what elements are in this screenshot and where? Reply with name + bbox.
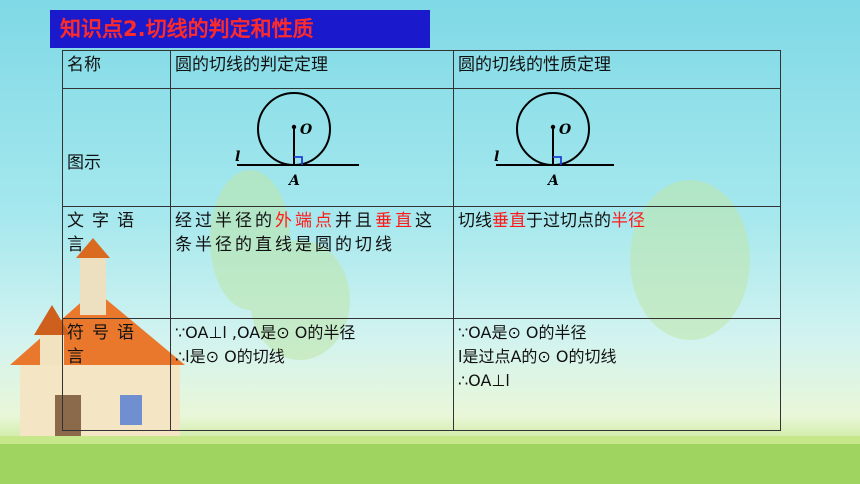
right-angle-mark [294, 156, 303, 165]
text-language-label: 文字语言 [62, 206, 171, 319]
statement-text: 这条半径的直线是圆的切线 [175, 211, 435, 255]
figure-row-label: 图示 [62, 88, 171, 207]
point-label: A [287, 173, 300, 189]
line-label: l [494, 149, 499, 165]
header-property-theorem: 圆的切线的性质定理 [453, 50, 781, 89]
symbol-line: ∴l是⊙ O的切线 [175, 347, 285, 366]
point-label: A [546, 173, 559, 189]
statement-text: 经过半径的 [175, 211, 275, 231]
statement-text: 于过切点的 [526, 211, 611, 231]
header-name: 名称 [62, 50, 171, 89]
property-text-statement: 切线垂直于过切点的半径 [453, 206, 781, 319]
symbol-line: l是过点A的⊙ O的切线 [458, 347, 617, 366]
symbol-language-label: 符号语言 [62, 318, 171, 431]
tangent-theorem-table: 名称 圆的切线的判定定理 圆的切线的性质定理 图示 O A l [62, 50, 781, 431]
statement-text: 并且 [335, 211, 375, 231]
right-angle-mark [553, 156, 562, 165]
section-title: 知识点2.切线的判定和性质 [50, 10, 430, 48]
symbol-line: ∴OA⊥l [458, 371, 510, 390]
text-language-row: 文字语言 经过半径的外端点并且垂直这条半径的直线是圆的切线 切线垂直于过切点的半… [62, 206, 781, 319]
judgment-tangent-figure: O A l [235, 92, 359, 189]
highlight-perpendicular: 垂直 [375, 211, 415, 231]
symbol-line: ∵OA⊥l ,OA是⊙ O的半径 [175, 323, 356, 342]
center-label: O [300, 122, 313, 138]
judgment-figure-cell: O A l [170, 88, 454, 207]
property-figure-cell: O A l [453, 88, 781, 207]
highlight-radius: 半径 [611, 211, 645, 231]
center-label: O [559, 122, 572, 138]
statement-text: 切线 [458, 211, 492, 231]
figure-label-text: 图示 [67, 152, 101, 173]
table-header-row: 名称 圆的切线的判定定理 圆的切线的性质定理 [62, 50, 781, 89]
figure-row: 图示 O A l O A l [62, 88, 781, 207]
highlight-perpendicular: 垂直 [492, 211, 526, 231]
symbol-line: ∵OA是⊙ O的半径 [458, 323, 587, 342]
judgment-text-statement: 经过半径的外端点并且垂直这条半径的直线是圆的切线 [170, 206, 454, 319]
judgment-symbol-statement: ∵OA⊥l ,OA是⊙ O的半径 ∴l是⊙ O的切线 [170, 318, 454, 431]
property-tangent-figure: O A l [494, 92, 614, 189]
line-label: l [235, 149, 240, 165]
symbol-language-row: 符号语言 ∵OA⊥l ,OA是⊙ O的半径 ∴l是⊙ O的切线 ∵OA是⊙ O的… [62, 318, 781, 431]
header-judgment-theorem: 圆的切线的判定定理 [170, 50, 454, 89]
property-symbol-statement: ∵OA是⊙ O的半径 l是过点A的⊙ O的切线 ∴OA⊥l [453, 318, 781, 431]
highlight-outer-endpoint: 外端点 [275, 211, 335, 231]
